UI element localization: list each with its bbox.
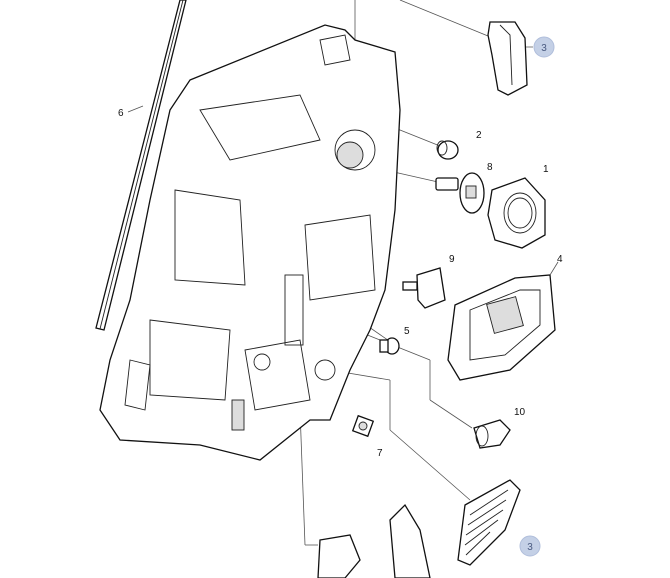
callout-7: 7 — [377, 448, 383, 459]
callout-1: 1 — [543, 164, 549, 175]
callout-10: 10 — [514, 407, 526, 418]
part-6-trim-strip — [95, 0, 187, 331]
part-10-cap — [473, 419, 511, 449]
part-9-bulb — [402, 267, 446, 309]
hotspot-3-bottom-label: 3 — [527, 542, 533, 553]
callout-4: 4 — [557, 254, 563, 265]
part-8-bulb — [435, 172, 485, 214]
callout-5: 5 — [404, 326, 410, 337]
part-5-bulb — [379, 337, 400, 355]
bottom-parts — [317, 479, 521, 578]
part-1-cover — [487, 177, 546, 249]
callout-8: 8 — [487, 162, 493, 173]
callout-9: 9 — [449, 254, 455, 265]
part-7-clip — [351, 414, 375, 438]
part-4-control-unit — [447, 261, 559, 381]
part-3-module-top — [487, 21, 528, 96]
callout-2: 2 — [476, 130, 482, 141]
part-2-cap — [436, 140, 459, 160]
callout-6: 6 — [118, 108, 124, 119]
hotspot-3-top-label: 3 — [541, 43, 547, 54]
hotspot-3-top[interactable]: 3 — [533, 36, 555, 58]
headlamp-housing — [99, 24, 401, 461]
hotspot-3-bottom[interactable]: 3 — [519, 535, 541, 557]
